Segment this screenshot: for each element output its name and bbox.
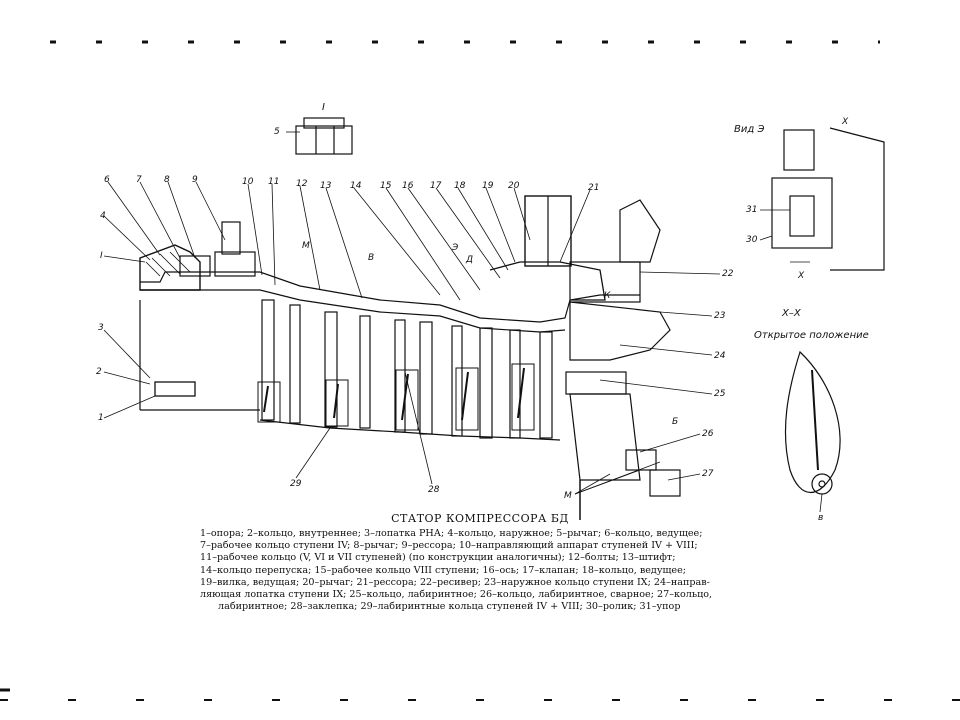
label-D: Д xyxy=(465,255,473,265)
label-b-roller: в xyxy=(818,513,823,523)
label-11: 11 xyxy=(268,177,279,187)
label-14: 14 xyxy=(350,181,362,191)
upper-duct xyxy=(619,199,661,263)
label-29: 29 xyxy=(290,479,302,489)
stage-ix-ring xyxy=(569,301,671,361)
label-12: 12 xyxy=(296,179,308,189)
vane-rows xyxy=(261,299,553,439)
label-E: Э xyxy=(451,243,459,253)
receiver-22 xyxy=(569,261,641,303)
caption-line-4: 14–кольцо перепуска; 15–рабочее кольцо V… xyxy=(200,564,686,576)
label-28: 28 xyxy=(428,485,440,495)
view-E-title: Вид Э xyxy=(734,124,764,135)
drawing-caption: СТАТОР КОМПРЕССОРА БД 1–опора; 2–кольцо,… xyxy=(200,512,760,613)
casing-inner-line xyxy=(140,289,566,333)
frame-marks xyxy=(0,40,960,701)
label-B2: Б xyxy=(672,417,678,427)
label-7: 7 xyxy=(136,175,142,185)
caption-line-3: 11–рабочее кольцо (V, VI и VII ступеней)… xyxy=(200,552,676,564)
rear-support xyxy=(569,393,641,481)
label-22: 22 xyxy=(722,269,734,279)
valve-body-17 xyxy=(489,261,606,301)
x-mark-bottom: X xyxy=(797,271,805,281)
label-19: 19 xyxy=(482,181,494,191)
x-mark-top: X xyxy=(841,117,849,127)
section-XX-state: Открытое положение xyxy=(754,330,869,341)
caption-line-6: ляющая лопатка ступени IX; 25–кольцо, ла… xyxy=(200,589,713,601)
label-24: 24 xyxy=(714,351,726,361)
section-XX-title: X–X xyxy=(781,308,802,319)
label-16: 16 xyxy=(402,181,414,191)
label-M-top: M xyxy=(302,241,310,251)
label-31: 31 xyxy=(746,205,757,215)
caption-line-7: лабиринтное; 28–заклепка; 29–лабиринтные… xyxy=(218,601,681,613)
label-27: 27 xyxy=(702,469,714,479)
front-flange xyxy=(139,244,201,291)
label-8: 8 xyxy=(164,175,170,185)
label-3: 3 xyxy=(98,323,104,333)
label-15: 15 xyxy=(380,181,392,191)
caption-line-1: 1–опора; 2–кольцо, внутреннее; 3–лопатка… xyxy=(200,528,703,539)
label-25: 25 xyxy=(714,389,726,399)
section-XX xyxy=(784,350,841,513)
inner-hub-line xyxy=(259,419,561,441)
label-13: 13 xyxy=(320,181,332,191)
casing-outer-line xyxy=(140,271,640,323)
callout-labels: 1 2 3 4 I 6 7 8 9 10 11 12 13 14 15 16 1… xyxy=(96,102,869,523)
detail-I xyxy=(286,117,353,155)
label-30: 30 xyxy=(746,235,758,245)
label-20: 20 xyxy=(508,181,520,191)
labyrinth-hatch xyxy=(263,367,525,421)
label-21: 21 xyxy=(588,183,599,193)
labyrinth-ring-27 xyxy=(649,469,681,497)
label-I-ref: I xyxy=(100,251,103,261)
label-26: 26 xyxy=(702,429,714,439)
labyrinth-ring-25 xyxy=(565,371,627,395)
label-18: 18 xyxy=(454,181,466,191)
lever-block-7 xyxy=(179,255,211,277)
view-E xyxy=(759,127,885,271)
caption-line-2: 7–рабочее кольцо ступени IV; 8–рычаг; 9–… xyxy=(200,540,698,552)
label-B: B xyxy=(368,253,374,263)
label-5: 5 xyxy=(274,127,280,137)
label-1: 1 xyxy=(98,413,104,423)
label-4: 4 xyxy=(100,211,106,221)
spring-block-9 xyxy=(214,251,256,277)
caption-title: СТАТОР КОМПРЕССОРА БД xyxy=(391,512,569,525)
label-K: К xyxy=(604,291,611,301)
label-6: 6 xyxy=(104,175,110,185)
caption-line-5: 19–вилка, ведущая; 20–рычаг; 21–рессора;… xyxy=(200,576,710,588)
label-2: 2 xyxy=(96,367,102,377)
labyrinth-ring-26 xyxy=(625,449,657,471)
label-9: 9 xyxy=(192,175,198,185)
label-17: 17 xyxy=(430,181,442,191)
label-10: 10 xyxy=(242,177,254,187)
support-block xyxy=(154,381,196,397)
compressor-stator-section xyxy=(103,181,721,520)
label-M-bottom: M xyxy=(564,491,572,501)
labyrinth-pockets xyxy=(257,363,535,431)
spring-post-9 xyxy=(221,221,241,255)
label-23: 23 xyxy=(714,311,726,321)
leader-lines xyxy=(103,181,721,495)
front-flange-hatch xyxy=(145,251,191,277)
detail-I-title: I xyxy=(322,102,325,113)
